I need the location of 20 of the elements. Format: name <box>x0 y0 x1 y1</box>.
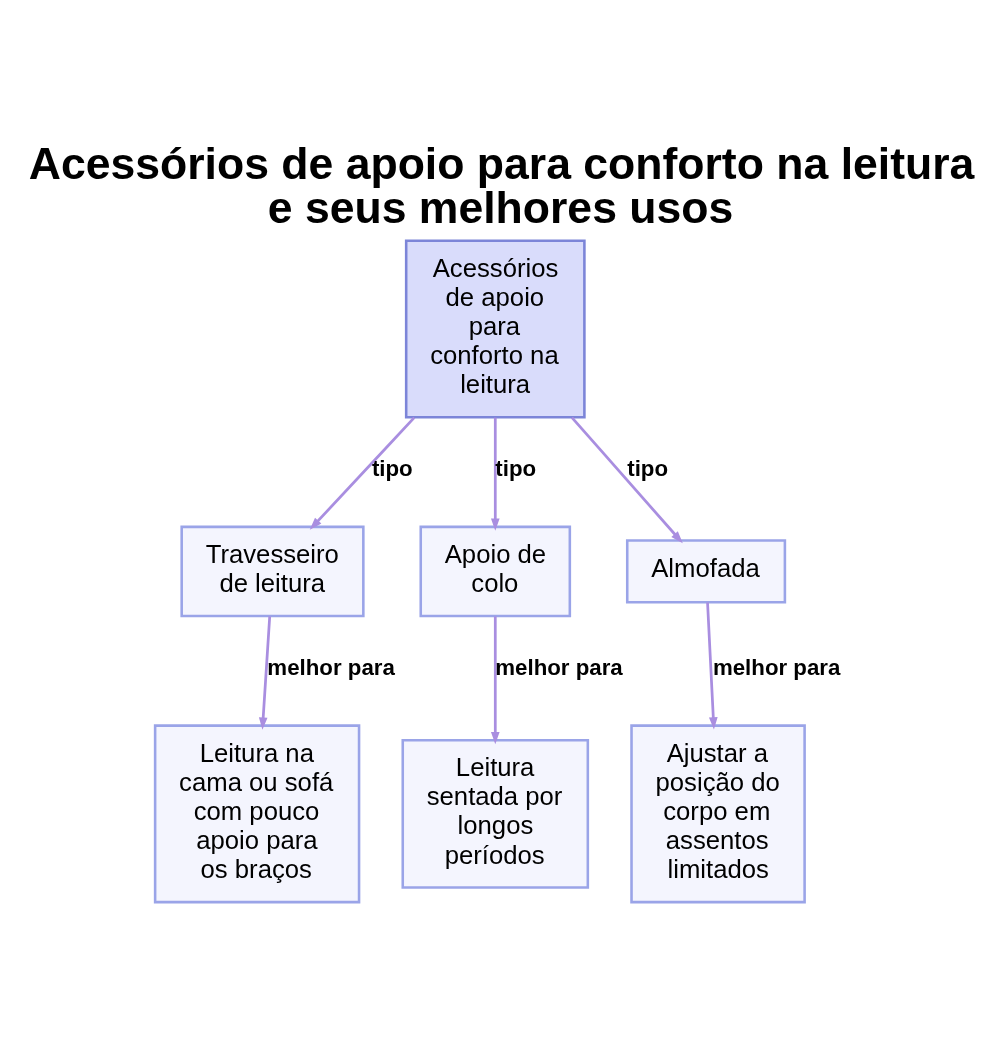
edge-label: tipo <box>627 456 669 482</box>
arrow <box>490 417 500 531</box>
node-box: Travesseiro de leitura <box>180 525 365 618</box>
edge-label: tipo <box>495 456 537 482</box>
arrow <box>570 416 683 544</box>
edge-label: tipo <box>371 456 413 482</box>
arrow <box>490 616 500 745</box>
node-box: Leitura sentada por longos períodos <box>401 738 590 889</box>
node-box: Almofada <box>625 539 787 604</box>
edge-label: melhor para <box>267 654 395 680</box>
diagram-title: Acessórios de apoio para conforto na leitura e seus melhores usos <box>28 138 975 233</box>
node-box: Leitura na cama ou sofá com pouco apoio para os braços <box>153 724 361 904</box>
arrow <box>706 602 718 730</box>
node-box: Acessórios de apoio para conforto na leitura <box>404 239 586 419</box>
edge-label: melhor para <box>495 654 623 680</box>
arrow <box>309 416 416 530</box>
arrow <box>258 616 272 730</box>
node-box: Ajustar a posição do corpo em assentos limitados <box>630 724 806 904</box>
edge-label: melhor para <box>712 654 841 680</box>
node-box: Apoio de colo <box>419 525 572 618</box>
